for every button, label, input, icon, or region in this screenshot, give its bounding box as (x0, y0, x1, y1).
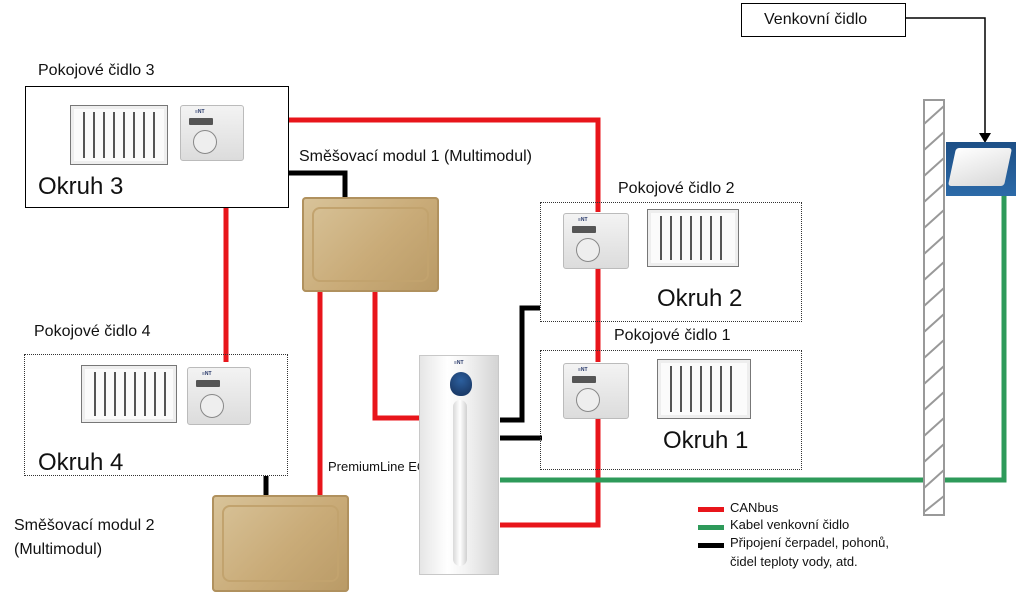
room-sensor-4-label: Pokojové čidlo 4 (34, 323, 151, 340)
room-thermostat-icon: ≡NT (187, 367, 251, 425)
connection-wires (263, 170, 542, 497)
outdoor-sensor-cable (500, 196, 1007, 483)
radiator-icon (81, 365, 177, 423)
legend-label-connections-line2: čidel teploty vody, atd. (730, 554, 858, 569)
circuit-1-label: Okruh 1 (663, 427, 749, 454)
circuit-3-label: Okruh 3 (38, 173, 124, 200)
heat-pump-label: PremiumLine EQ (328, 459, 427, 474)
legend-label-canbus: CANbus (730, 500, 779, 515)
heat-pump-display (450, 372, 472, 396)
heat-pump-logo: ≡NT (454, 360, 464, 366)
outdoor-sensor-label-box: Venkovní čidlo (741, 3, 906, 37)
legend-swatch-connections (698, 543, 724, 548)
room-sensor-3-label: Pokojové čidlo 3 (38, 62, 155, 79)
circuit-4-label: Okruh 4 (38, 449, 124, 476)
legend-label-outdoor-cable: Kabel venkovní čidlo (730, 517, 850, 532)
room-thermostat-icon: ≡NT (563, 213, 629, 269)
wall (923, 99, 945, 516)
radiator-icon (70, 105, 168, 165)
circuit-1-box: ≡NT Okruh 1 (540, 350, 802, 470)
room-thermostat-icon: ≡NT (563, 363, 629, 419)
mixing-module-2 (212, 495, 349, 592)
mixing-module-1-label: Směšovací modul 1 (Multimodul) (299, 148, 532, 165)
mixing-module-1 (302, 197, 439, 292)
outdoor-sensor-arrow (906, 17, 986, 138)
circuit-3-box: ≡NT Okruh 3 (25, 86, 289, 208)
outdoor-sensor-label: Venkovní čidlo (764, 11, 868, 28)
outdoor-sensor (946, 142, 1016, 196)
legend: CANbus Kabel venkovní čidlo Připojení če… (698, 498, 918, 578)
arrow-head (979, 133, 991, 143)
circuit-2-box: ≡NT Okruh 2 (540, 202, 802, 322)
room-thermostat-icon: ≡NT (180, 105, 244, 161)
heat-pump-unit: ≡NT (419, 355, 499, 575)
legend-swatch-canbus (698, 507, 724, 512)
heat-pump-stripe (453, 400, 467, 566)
mixing-module-2-label-line2: (Multimodul) (14, 541, 103, 558)
room-sensor-2-label: Pokojové čidlo 2 (618, 180, 735, 197)
legend-swatch-outdoor-cable (698, 525, 724, 530)
circuit-2-label: Okruh 2 (657, 285, 743, 312)
mixing-module-2-label-line1: Směšovací modul 2 (14, 517, 155, 534)
radiator-icon (647, 209, 739, 267)
legend-label-connections: Připojení čerpadel, pohonů, (730, 535, 890, 550)
room-sensor-1-label: Pokojové čidlo 1 (614, 327, 731, 344)
outdoor-sensor-housing (947, 148, 1013, 186)
radiator-icon (657, 359, 751, 419)
circuit-4-box: ≡NT Okruh 4 (24, 354, 288, 476)
